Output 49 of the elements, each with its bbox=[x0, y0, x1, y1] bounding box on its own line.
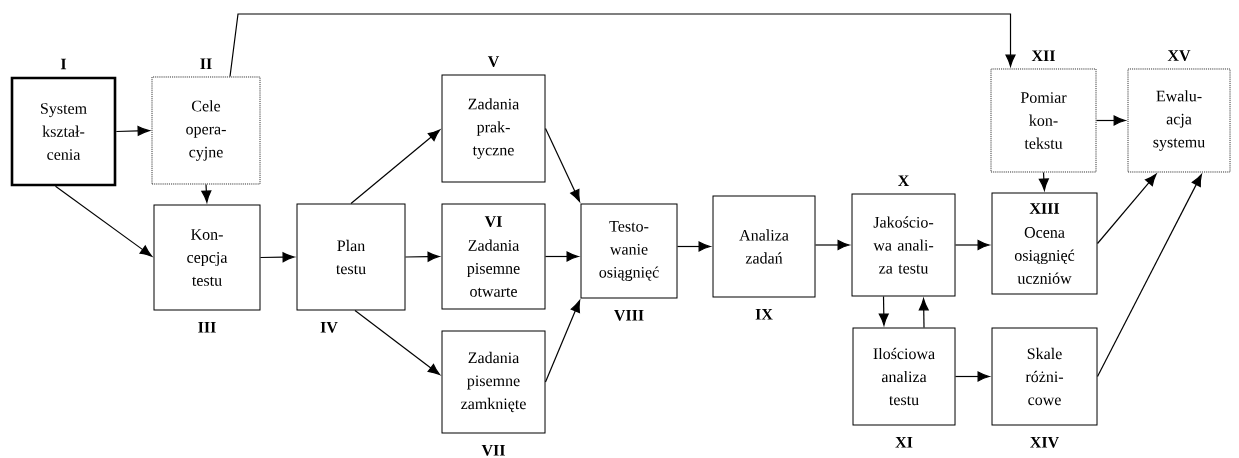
arrow bbox=[544, 251, 579, 262]
process-box: Ilościowa analiza testu bbox=[852, 327, 956, 426]
arrow bbox=[201, 183, 212, 203]
arrow bbox=[676, 241, 711, 252]
node-number: IV bbox=[320, 322, 338, 333]
process-box: Skale różni- cowe bbox=[991, 327, 1098, 426]
arrow bbox=[544, 300, 581, 383]
process-box: System kształ- cenia bbox=[10, 76, 117, 187]
process-box: Testo- wanie osiągnięć bbox=[580, 203, 678, 299]
process-box: Plan testu bbox=[296, 203, 406, 311]
node-number: XV bbox=[1167, 50, 1191, 61]
arrow bbox=[259, 252, 295, 263]
process-box: Analiza zadań bbox=[712, 195, 816, 298]
node-number: I bbox=[60, 58, 67, 70]
arrow bbox=[404, 251, 440, 262]
arrow bbox=[1095, 115, 1126, 126]
arrow bbox=[918, 298, 929, 329]
arrow bbox=[229, 13, 1016, 78]
arrow bbox=[1096, 173, 1157, 245]
arrow bbox=[54, 185, 153, 257]
process-box: XIII Ocena osiągnięć uczniów bbox=[991, 192, 1098, 295]
node-number: IX bbox=[755, 309, 773, 320]
node-number: VII bbox=[481, 445, 505, 456]
node-number: XI bbox=[895, 437, 913, 448]
process-box: Ewalu- acja systemu bbox=[1127, 68, 1231, 173]
arrow bbox=[354, 309, 441, 376]
node-number: XIV bbox=[1030, 437, 1059, 448]
process-box: Cele opera- cyjne bbox=[151, 76, 261, 185]
process-box: Zadania pisemne zamknięte bbox=[441, 330, 546, 434]
arrow bbox=[350, 129, 441, 205]
arrow bbox=[115, 125, 150, 136]
node-number: II bbox=[200, 58, 212, 69]
node-number: X bbox=[898, 175, 910, 186]
node-number: VIII bbox=[614, 310, 644, 321]
arrow bbox=[878, 295, 889, 326]
process-box: Pomiar kon- tekstu bbox=[990, 68, 1097, 173]
process-box: Kon- cepcja testu bbox=[153, 204, 261, 311]
process-box: Zadania prak- tyczne bbox=[441, 74, 546, 183]
arrow bbox=[1096, 173, 1202, 378]
arrow bbox=[954, 239, 990, 251]
arrow bbox=[1038, 171, 1049, 191]
node-number: III bbox=[198, 322, 216, 333]
process-box: VI Zadania pisemne otwarte bbox=[441, 203, 546, 310]
arrow bbox=[814, 239, 850, 251]
process-box: Jakościo- wa anali- za testu bbox=[851, 193, 956, 297]
arrow bbox=[954, 371, 990, 382]
node-number: XII bbox=[1031, 50, 1055, 61]
node-number: V bbox=[487, 56, 500, 67]
arrow bbox=[544, 127, 581, 202]
